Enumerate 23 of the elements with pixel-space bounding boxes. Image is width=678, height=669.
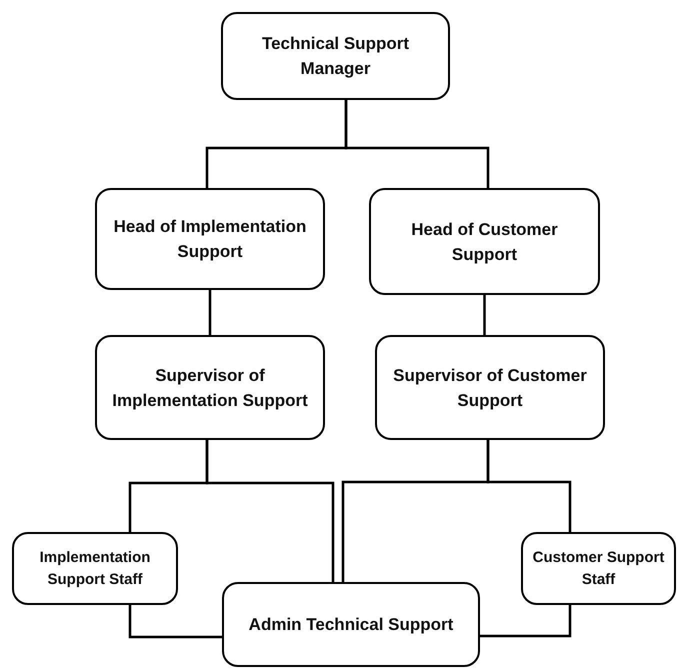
connector-line [486,440,572,532]
role-title: Supervisor of Customer Support [392,364,588,412]
connector-line [480,605,572,638]
role-title: Technical Support Manager [260,33,410,80]
role-title: Admin Technical Support [248,614,454,636]
role-title: Head of Implementation Support [112,216,308,263]
role-title: Supervisor of Implementation Support [111,364,309,412]
connector-line [483,295,486,335]
role-title: Customer Support Staff [532,548,666,590]
connector-line [344,100,490,188]
connector-line [208,290,212,335]
role-box [521,532,676,605]
role-title: Head of Customer Support [410,218,559,266]
connector-line [128,605,222,638]
role-title: Implementation Support Staff [38,548,152,590]
connector-line [206,440,334,582]
role-box [222,582,480,667]
role-box [375,335,605,440]
role-box [95,335,325,440]
role-box [221,12,450,100]
role-box [12,532,178,605]
role-box [369,188,600,295]
role-box [95,188,325,290]
